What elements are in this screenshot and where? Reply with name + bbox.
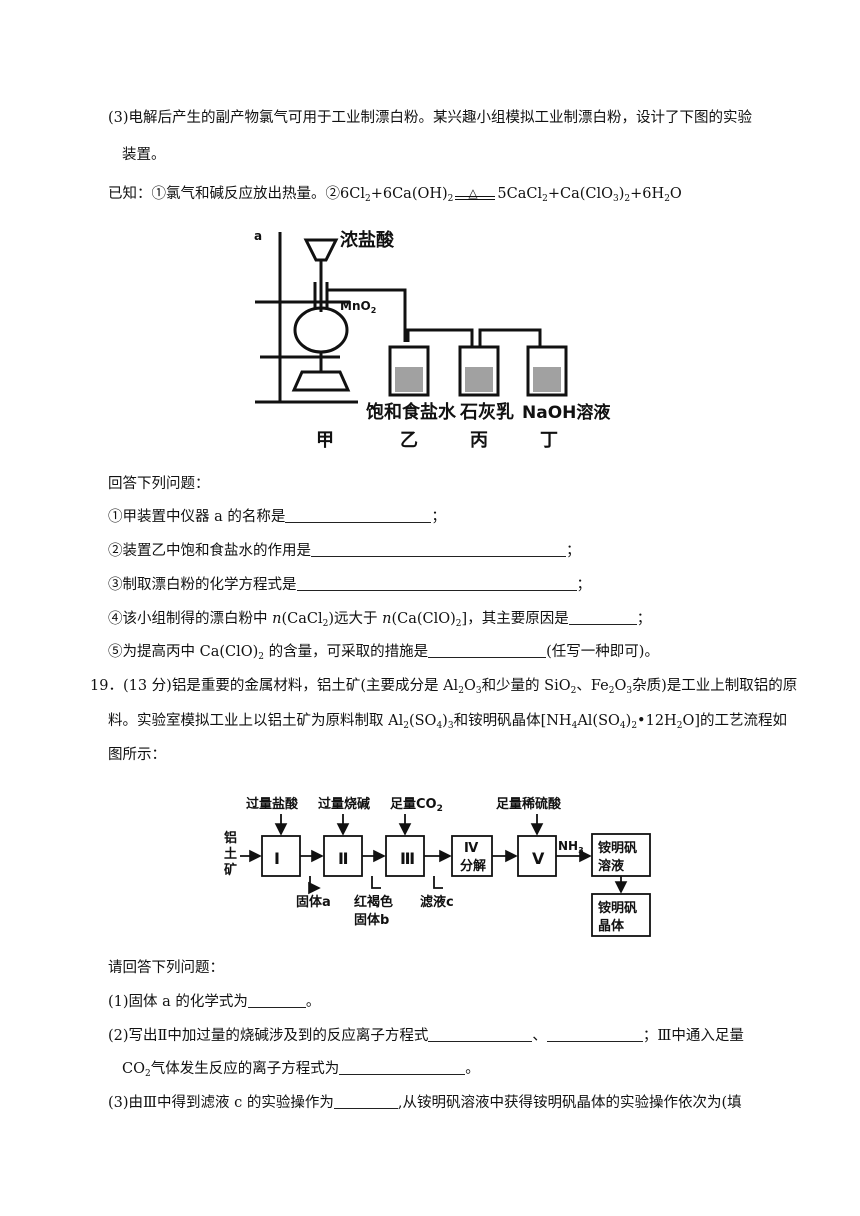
answer-blank-1[interactable] — [285, 508, 432, 523]
answer-blank-19-2a[interactable] — [428, 1027, 533, 1042]
delivery-tube-3 — [478, 328, 542, 347]
step-5-label: Ⅴ — [532, 849, 545, 868]
delivery-tube-1 — [327, 288, 407, 342]
output-solution-1: 铵明矾 — [598, 840, 637, 856]
label-lime-milk: 石灰乳 — [459, 401, 514, 423]
reagent-h2so4: 足量稀硫酸 — [496, 796, 562, 812]
item-2: ②装置乙中饱和食盐水的作用是； — [108, 542, 581, 559]
bottle-yi — [388, 345, 430, 397]
q18-3-line2: 装置。 — [122, 147, 166, 163]
alcohol-lamp — [291, 370, 351, 392]
answer-blank-19-2b[interactable] — [546, 1027, 643, 1042]
answer-intro: 回答下列问题： — [108, 476, 210, 492]
filtrate-c-label: 滤液c — [420, 894, 454, 910]
process-flow-diagram: 过量盐酸 过量烧碱 足量CO2 足量稀硫酸 铝 土 矿 Ⅰ Ⅱ Ⅲ Ⅳ 分解 Ⅴ… — [224, 796, 651, 937]
output-solution-2: 溶液 — [598, 858, 624, 874]
output-crystal-1: 铵明矾 — [598, 900, 637, 916]
start-bauxite-2: 土 — [224, 846, 237, 862]
step-4-label: Ⅳ — [464, 841, 479, 856]
reagent-naoh: 过量烧碱 — [318, 796, 370, 812]
answer-blank-2[interactable] — [311, 542, 566, 557]
answer-blank-19-3[interactable] — [333, 1094, 398, 1109]
q19-sub-2-cont: CO2气体发生反应的离子方程式为。 — [122, 1060, 480, 1079]
label-a: a — [254, 229, 262, 243]
item-5: ⑤为提高丙中 Ca(ClO)2 的含量，可采取的措施是(任写一种即可)。 — [108, 643, 659, 662]
q19-line3: 图所示： — [108, 747, 166, 763]
q18-3-line1: (3)电解后产生的副产物氯气可用于工业制漂白粉。某兴趣小组模拟工业制漂白粉，设计… — [108, 110, 753, 126]
label-yi: 乙 — [400, 430, 418, 451]
label-naoh: NaOH溶液 — [522, 402, 610, 423]
output-crystal-2: 晶体 — [598, 918, 625, 934]
beaker-ding — [526, 345, 568, 397]
bottle-bing — [458, 345, 500, 397]
q19-sub-2: (2)写出Ⅱ中加过量的烧碱涉及到的反应离子方程式、；Ⅲ中通入足量 — [108, 1027, 744, 1044]
solid-b-label-1: 红褐色 — [354, 894, 393, 910]
chlorine-apparatus-figure: a 浓盐酸 MnO2 饱和食盐水 石灰乳 NaOH溶液 甲 乙 丙 丁 — [254, 229, 610, 451]
label-conc-hcl: 浓盐酸 — [340, 229, 395, 251]
label-brine: 饱和食盐水 — [366, 401, 457, 423]
known-conditions: 已知：①氯气和碱反应放出热量。②6Cl2+6Ca(OH)2△5CaCl2+Ca(… — [108, 184, 682, 204]
item-3: ③制取漂白粉的化学方程式是； — [108, 576, 591, 593]
label-mno2: MnO2 — [340, 299, 376, 315]
label-bing: 丙 — [470, 430, 488, 451]
start-bauxite-3: 矿 — [224, 862, 237, 878]
reagent-co2: 足量CO2 — [390, 797, 443, 814]
answer-blank-19-1[interactable] — [247, 993, 306, 1008]
nh3-label: NH3 — [558, 839, 584, 855]
answer-blank-4[interactable] — [568, 610, 637, 625]
item-4: ④该小组制得的漂白粉中 n(CaCl2)远大于 n(Ca(ClO)2]，其主要原… — [108, 610, 652, 629]
step-3-label: Ⅲ — [400, 849, 415, 868]
box-crystal — [591, 893, 651, 937]
label-jia: 甲 — [316, 430, 334, 451]
reagent-hcl: 过量盐酸 — [246, 796, 299, 812]
q19-line1: 19．(13 分)铝是重要的金属材料，铝土矿(主要成分是 Al2O3和少量的 S… — [90, 678, 798, 696]
item-1: ①甲装置中仪器 a 的名称是； — [108, 508, 446, 525]
q19-line2: 料。实验室模拟工业上以铝土矿为原料制取 Al2(SO4)3和铵明矾晶体[NH4A… — [108, 713, 787, 731]
separatory-funnel — [303, 238, 339, 262]
label-ding: 丁 — [540, 430, 558, 451]
answer-blank-3[interactable] — [296, 576, 577, 591]
q19-sub-intro: 请回答下列问题： — [108, 960, 224, 976]
heat-equals-sign: △ — [453, 184, 497, 204]
answer-blank-19-2c[interactable] — [339, 1060, 466, 1075]
step-4-sublabel: 分解 — [460, 858, 486, 874]
solid-b-label-2: 固体b — [354, 912, 389, 928]
q19-sub-1: (1)固体 a 的化学式为。 — [108, 993, 321, 1010]
answer-blank-5[interactable] — [428, 643, 547, 658]
q19-sub-3: (3)由Ⅲ中得到滤液 c 的实验操作为,从铵明矾溶液中获得铵明矾晶体的实验操作依… — [108, 1094, 742, 1111]
round-flask — [293, 306, 349, 354]
step-2-label: Ⅱ — [338, 849, 349, 868]
box-step-1 — [261, 835, 301, 877]
solid-a-label: 固体a — [296, 894, 331, 910]
delivery-tube-2 — [406, 328, 474, 347]
start-bauxite-1: 铝 — [224, 830, 237, 846]
step-1-label: Ⅰ — [274, 849, 280, 868]
